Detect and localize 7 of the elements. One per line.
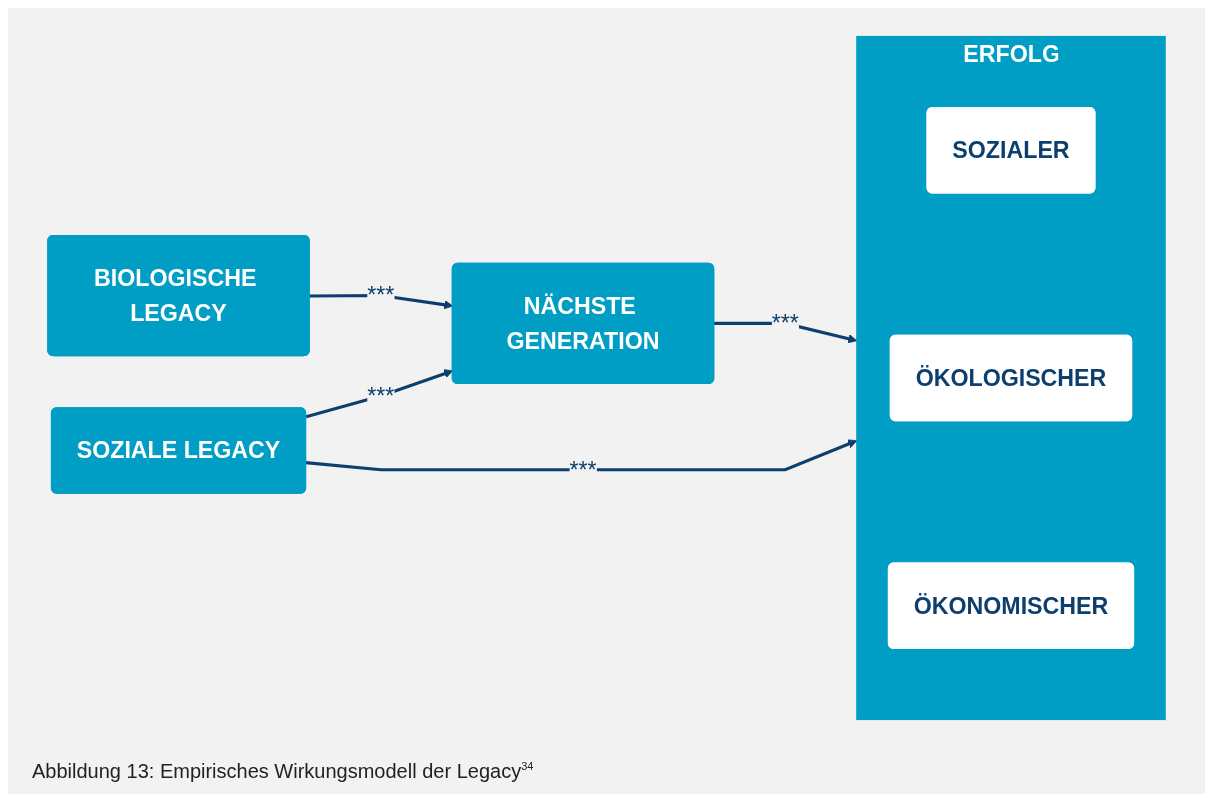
- edge-label: ***: [569, 456, 597, 483]
- edge-label: ***: [367, 282, 395, 309]
- flowchart: *** *** *** *** ERFOLG SOZIALER ÖKOLOGISCHER ÖKONOMISCHER BIOLOGISCHE LEGACY NÄCHSTE GENERATION SOZIALE LEGACY: [28, 28, 1185, 728]
- edge-label: ***: [771, 310, 799, 337]
- cluster: [856, 35, 1166, 721]
- edge-label: ***: [367, 382, 395, 410]
- figure-caption: Abbildung 13: Empirisches Wirkungsmodell der Legacy$^{34}$: [32, 760, 534, 783]
